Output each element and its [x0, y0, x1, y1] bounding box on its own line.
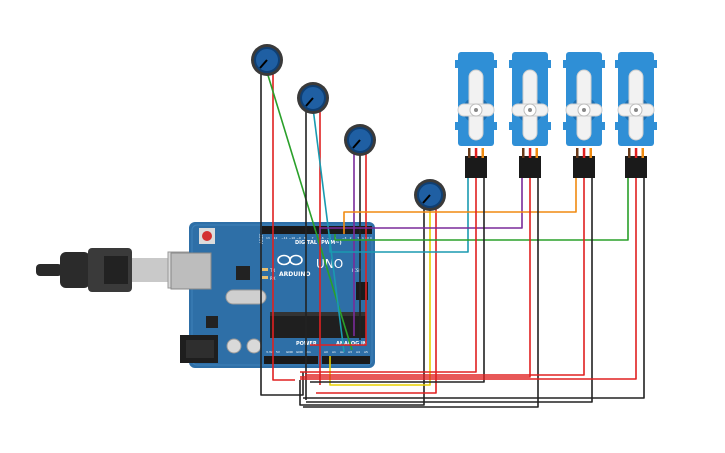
- digital-pin-label: ~6: [319, 236, 324, 240]
- power-pin-label: 3.3V: [266, 350, 274, 354]
- potentiometer-1[interactable]: [251, 44, 283, 76]
- wire-red: [305, 176, 585, 376]
- digital-pin-label: 12: [274, 236, 278, 240]
- power-pin-label: 5V: [276, 350, 281, 354]
- digital-pin-label: ~10: [289, 236, 295, 240]
- potentiometer-3[interactable]: [344, 124, 376, 156]
- digital-pin-label: ~11: [281, 236, 287, 240]
- wire-black: [299, 208, 425, 406]
- wire-red: [300, 176, 637, 380]
- usb-port: [170, 252, 212, 290]
- digital-pin-label: ~9: [296, 236, 301, 240]
- potentiometer-2[interactable]: [297, 82, 329, 114]
- digital-pwm-label: DIGITAL (PWM~): [295, 240, 342, 246]
- power-header: [264, 356, 318, 364]
- digital-pin-label: 7: [312, 236, 314, 240]
- wire-red: [300, 176, 477, 373]
- wire-purple: [319, 176, 523, 234]
- digital-pin-label: 2: [350, 236, 352, 240]
- wire-black: [310, 176, 485, 383]
- wire-red: [300, 176, 531, 378]
- wire-green: [334, 176, 629, 241]
- power-pin-label: GND: [296, 350, 304, 354]
- wire-orange: [343, 176, 577, 234]
- analog-header: [322, 356, 370, 364]
- icsp-label: ICSP: [352, 268, 362, 273]
- analog-pin-labels: A0 A1 A2 A3 A4 A5: [324, 350, 368, 354]
- analog-pin-label: A3: [348, 350, 352, 354]
- analog-pin-label: A4: [356, 350, 360, 354]
- arduino-logo: ARDUINO: [277, 254, 310, 278]
- wire-black: [303, 176, 645, 399]
- wire-yellow: [329, 208, 431, 386]
- analog-pin-label: A1: [332, 350, 336, 354]
- analog-pin-label: A2: [340, 350, 344, 354]
- power-pin-label: Vin: [306, 350, 311, 354]
- digital-pin-label: 13: [266, 236, 270, 240]
- servo-1[interactable]: [454, 51, 498, 179]
- arduino-brand: ARDUINO: [279, 271, 310, 278]
- potentiometer-4[interactable]: [414, 179, 446, 211]
- wires: [260, 71, 645, 408]
- analog-pin-label: A5: [364, 350, 368, 354]
- wire-black: [303, 176, 539, 408]
- digital-pin-label: 8: [304, 236, 306, 240]
- analog-in-label: ANALOG IN: [336, 341, 367, 347]
- wire-teal: [312, 107, 345, 353]
- digital-pin-label: ~3: [342, 236, 347, 240]
- power-pin-label: GND: [286, 350, 294, 354]
- wire-black: [306, 176, 593, 403]
- servo-4[interactable]: [614, 51, 658, 179]
- digital-pin-label: RX 0: [365, 236, 372, 240]
- servo-3[interactable]: [562, 51, 606, 179]
- wire-red: [316, 208, 437, 394]
- arduino-uno-board: TX RX ARDUINO UNO DIGITAL (PWM~) AREF IC…: [170, 222, 375, 368]
- wire-red: [310, 152, 367, 346]
- usb-cable: [36, 248, 191, 292]
- uno-model-label: UNO: [316, 257, 343, 271]
- servo-2[interactable]: [508, 51, 552, 179]
- digital-header: [262, 226, 372, 234]
- wire-teal: [329, 176, 469, 253]
- wire-black: [260, 72, 304, 396]
- wire-red: [272, 72, 295, 381]
- analog-pin-label: A0: [324, 350, 328, 354]
- atmega-chip: [270, 312, 366, 338]
